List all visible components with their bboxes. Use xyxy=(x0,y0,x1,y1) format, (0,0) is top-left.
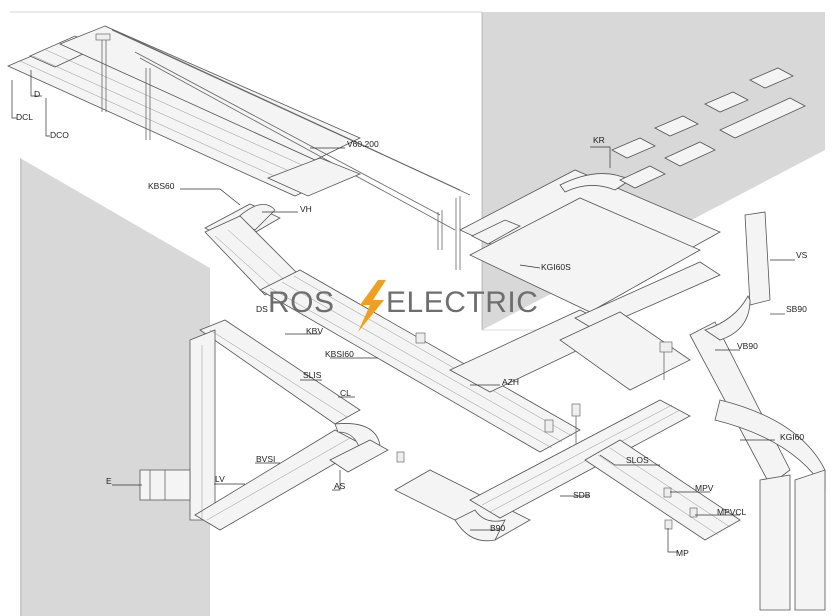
label-dco: DCO xyxy=(50,130,69,140)
label-slos: SLOS xyxy=(626,455,649,465)
logo-left-text: ROS xyxy=(268,286,335,319)
label-kbv: KBV xyxy=(306,326,323,336)
label-kgi60s: KGI60S xyxy=(541,262,571,272)
right-upper-branch xyxy=(437,67,806,313)
label-ds: DS xyxy=(256,304,268,314)
left-column-front xyxy=(20,158,210,616)
ros-electric-logo: ROS ELECTRIC xyxy=(268,280,538,332)
label-lv: LV xyxy=(215,474,225,484)
label-bvsi: BVSI xyxy=(256,454,275,464)
label-vh: VH xyxy=(300,204,312,214)
label-as: AS xyxy=(334,481,346,491)
upper-tray-run xyxy=(7,25,471,296)
label-kgi60: KGI60 xyxy=(780,432,804,442)
central-tray-run xyxy=(259,261,721,453)
label-e: E xyxy=(106,476,112,486)
label-cl: CL xyxy=(340,388,351,398)
left-column-edge xyxy=(20,158,22,616)
label-dcl: DCL xyxy=(16,112,33,122)
label-vs: VS xyxy=(796,250,808,260)
label-mp: MP xyxy=(676,548,689,558)
triangle-loop xyxy=(139,319,389,531)
label-mpv: MPV xyxy=(695,483,714,493)
label-vb90: VB90 xyxy=(737,341,758,351)
label-b90: B90 xyxy=(490,523,505,533)
lightning-bolt-icon xyxy=(358,280,386,332)
label-kbs60: KBS60 xyxy=(148,181,175,191)
logo-right-text: ELECTRIC xyxy=(386,286,538,319)
label-v60-200: V60.200 xyxy=(347,139,379,149)
label-kr: KR xyxy=(593,135,605,145)
component-labels: D DCL DCO V60.200 KR KBS60 VH KGI60S VS … xyxy=(11,70,808,558)
label-sdb: SDB xyxy=(573,490,591,500)
label-azh: AZH xyxy=(502,377,519,387)
label-kbsi60: KBSI60 xyxy=(325,349,354,359)
label-sb90: SB90 xyxy=(786,304,807,314)
label-slis: SLIS xyxy=(303,370,322,380)
label-mpvcl: MPVCL xyxy=(717,507,747,517)
label-d: D xyxy=(34,89,40,99)
